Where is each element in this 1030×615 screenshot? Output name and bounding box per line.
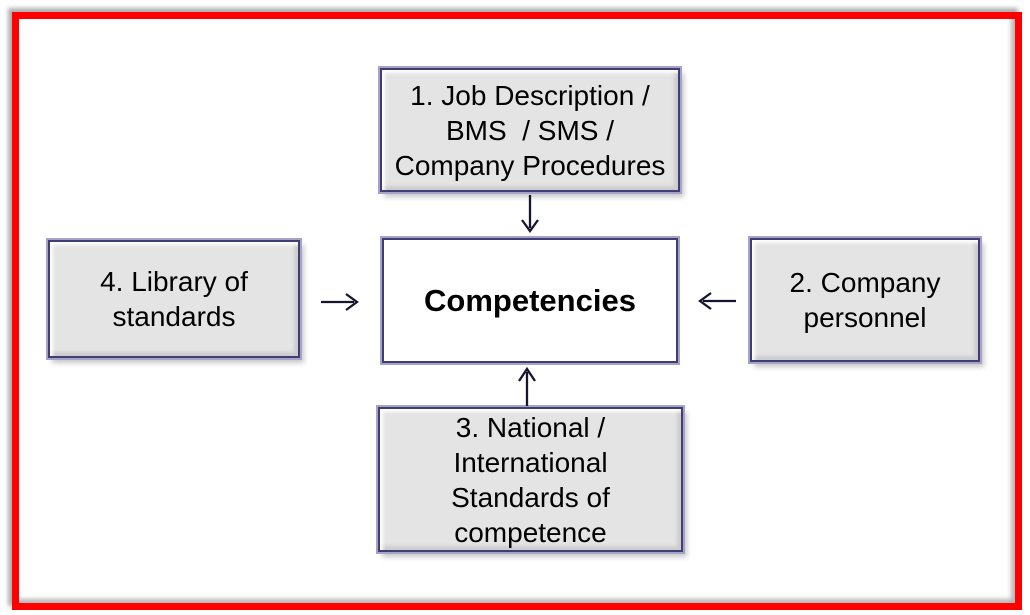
box-job-description-label: 1. Job Description / BMS / SMS / Company… [394,79,666,181]
box-company-personnel: 2. Company personnel [748,236,982,364]
red-frame-border [12,12,1022,610]
box-national-standards-label: 3. National / International Standards of… [451,411,610,548]
box-job-description: 1. Job Description / BMS / SMS / Company… [378,66,682,194]
arrow-left-icon [697,288,737,314]
box-competencies: Competencies [380,236,680,365]
arrow-up-icon [514,365,540,407]
box-library-of-standards: 4. Library of standards [46,238,302,360]
arrow-right-icon [320,289,360,315]
box-library-of-standards-label: 4. Library of standards [100,266,248,332]
box-national-standards: 3. National / International Standards of… [376,405,685,554]
box-company-personnel-label: 2. Company personnel [789,267,941,333]
box-competencies-label: Competencies [424,282,636,318]
arrow-down-icon [517,194,543,234]
